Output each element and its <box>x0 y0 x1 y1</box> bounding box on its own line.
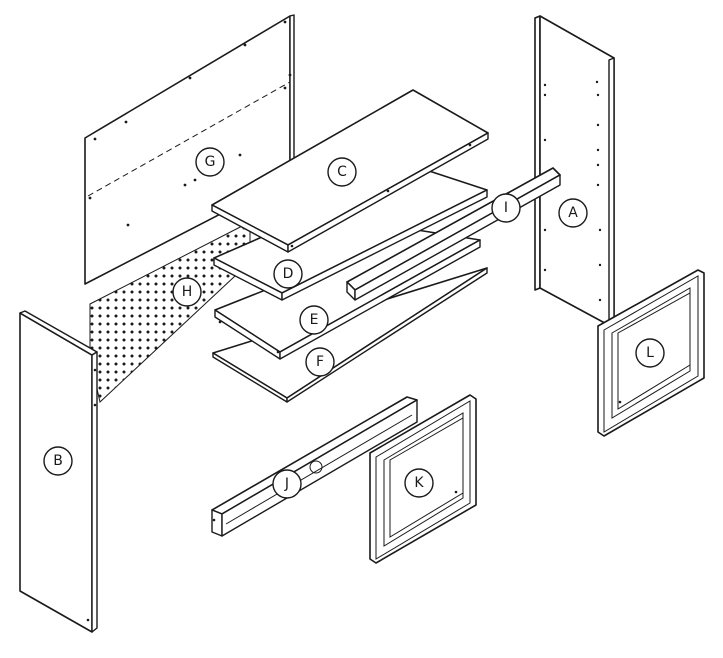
svg-text:H: H <box>182 284 193 300</box>
label-c: C <box>327 157 357 187</box>
crossbar-j <box>211 396 418 537</box>
svg-text:J: J <box>284 476 289 492</box>
svg-text:F: F <box>316 354 324 370</box>
svg-text:D: D <box>283 266 294 282</box>
svg-text:E: E <box>310 312 319 328</box>
label-j: J <box>272 469 302 499</box>
svg-text:K: K <box>414 475 424 491</box>
label-l: L <box>635 338 665 368</box>
svg-text:B: B <box>53 453 63 469</box>
label-i: I <box>491 193 521 223</box>
svg-text:G: G <box>205 154 216 170</box>
back-panel-g <box>84 14 295 285</box>
label-h: H <box>172 277 202 307</box>
label-g: G <box>195 147 225 177</box>
label-f: F <box>305 347 335 377</box>
svg-text:A: A <box>568 205 578 221</box>
shelf-f <box>212 267 488 403</box>
svg-text:I: I <box>504 200 508 216</box>
svg-text:L: L <box>646 345 654 361</box>
svg-text:C: C <box>337 164 347 180</box>
side-panel-a <box>534 15 615 329</box>
label-a: A <box>558 198 588 228</box>
label-d: D <box>273 259 303 289</box>
label-k: K <box>404 468 434 498</box>
label-b: B <box>43 446 73 476</box>
label-e: E <box>299 305 329 335</box>
